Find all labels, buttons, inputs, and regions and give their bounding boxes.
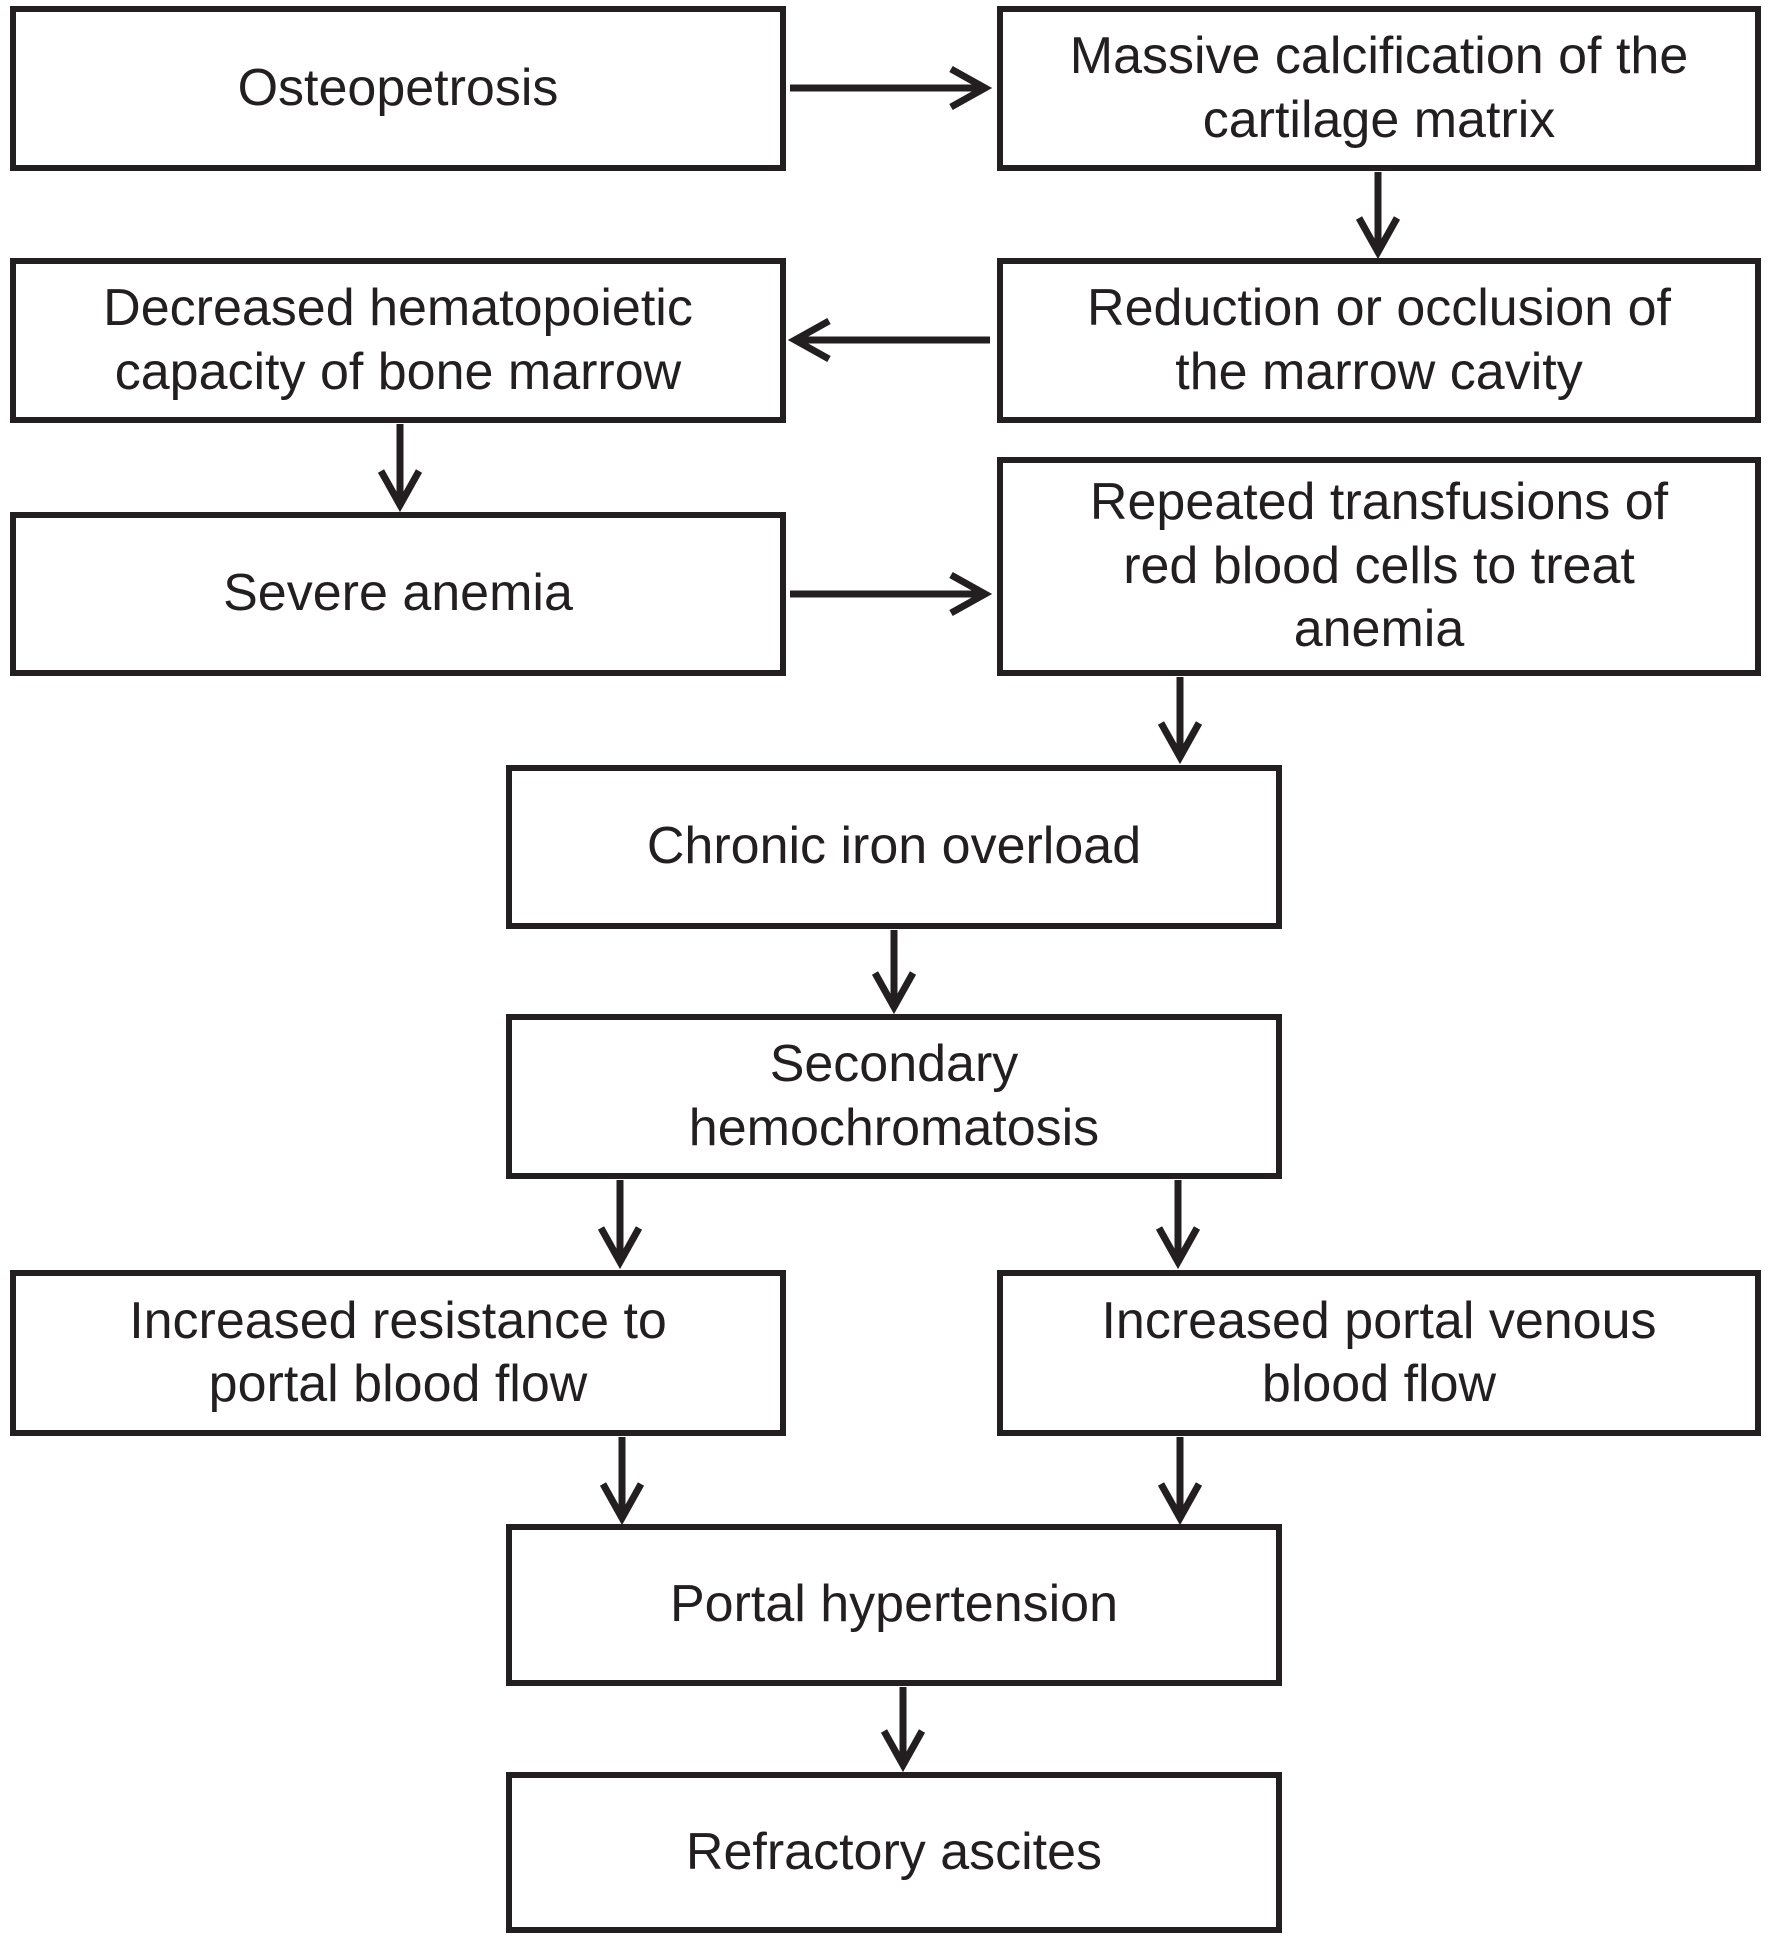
node-massive-calcification-label: Massive calcification of the cartilage m… xyxy=(1069,27,1689,149)
node-severe-anemia-label: Severe anemia xyxy=(223,564,573,623)
node-chronic-iron-overload: Chronic iron overload xyxy=(506,765,1282,929)
node-portal-hypertension-label: Portal hypertension xyxy=(669,1575,1119,1634)
node-secondary-hemochromatosis-label: Secondary hemochromatosis xyxy=(688,1035,1100,1157)
node-reduction-occlusion: Reduction or occlusion of the marrow cav… xyxy=(997,258,1761,423)
node-increased-portal-venous: Increased portal venous blood flow xyxy=(997,1270,1761,1436)
node-increased-portal-venous-label: Increased portal venous blood flow xyxy=(1101,1291,1657,1413)
node-refractory-ascites-label: Refractory ascites xyxy=(685,1822,1103,1881)
node-reduction-occlusion-label: Reduction or occlusion of the marrow cav… xyxy=(1087,279,1671,401)
node-refractory-ascites: Refractory ascites xyxy=(506,1772,1282,1933)
node-massive-calcification: Massive calcification of the cartilage m… xyxy=(997,6,1761,171)
node-portal-hypertension: Portal hypertension xyxy=(506,1524,1282,1686)
node-decreased-hematopoietic: Decreased hematopoietic capacity of bone… xyxy=(10,258,786,423)
node-chronic-iron-overload-label: Chronic iron overload xyxy=(646,817,1142,876)
node-increased-resistance-label: Increased resistance to portal blood flo… xyxy=(129,1291,667,1413)
node-repeated-transfusions: Repeated transfusions of red blood cells… xyxy=(997,457,1761,676)
node-osteopetrosis-label: Osteopetrosis xyxy=(237,58,559,117)
node-severe-anemia: Severe anemia xyxy=(10,512,786,676)
node-secondary-hemochromatosis: Secondary hemochromatosis xyxy=(506,1014,1282,1179)
node-increased-resistance: Increased resistance to portal blood flo… xyxy=(10,1270,786,1436)
node-repeated-transfusions-label: Repeated transfusions of red blood cells… xyxy=(1089,473,1669,659)
node-decreased-hematopoietic-label: Decreased hematopoietic capacity of bone… xyxy=(103,279,693,401)
node-osteopetrosis: Osteopetrosis xyxy=(10,6,786,171)
